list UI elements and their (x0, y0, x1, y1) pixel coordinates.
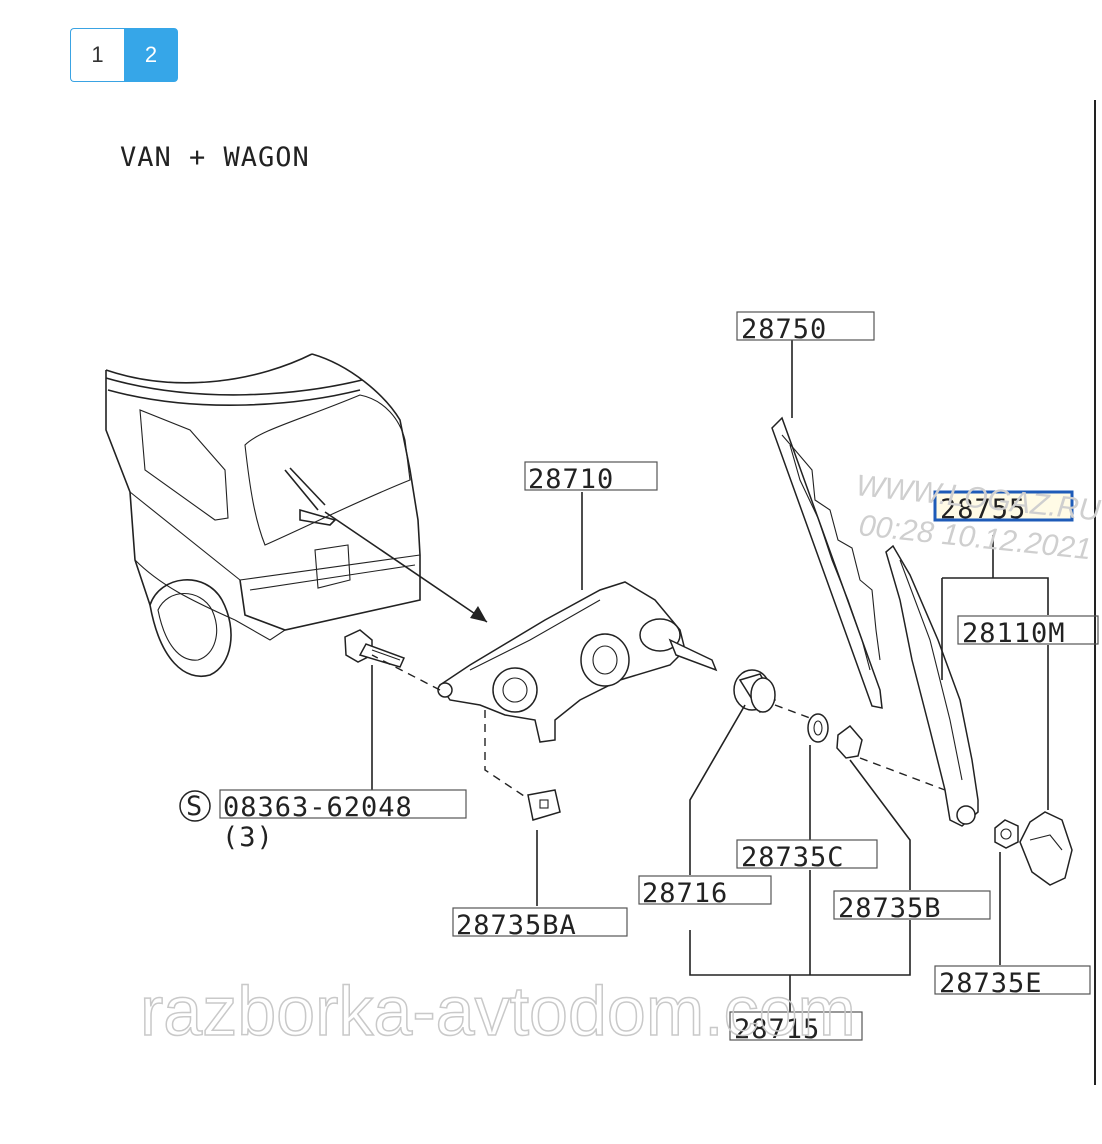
label-28716[interactable]: 28716 (638, 875, 772, 909)
wiper-arm-part (885, 535, 1049, 827)
highlight-box (933, 490, 1074, 522)
svg-text:28750: 28750 (741, 314, 827, 345)
svg-text:28735B: 28735B (838, 893, 942, 924)
label-28715[interactable]: 28715 (729, 1011, 863, 1045)
svg-text:28735E: 28735E (939, 968, 1043, 999)
svg-text:28735C: 28735C (741, 842, 845, 873)
label-28750[interactable]: 28750 (736, 311, 875, 345)
label-28735BA[interactable]: 28735BA (452, 907, 628, 941)
washer-part (774, 704, 829, 840)
wiper-blade-part (771, 340, 883, 709)
label-28735E[interactable]: 28735E (934, 965, 1091, 999)
page-1-button[interactable]: 1 (70, 28, 124, 82)
svg-text:08363-62048: 08363-62048 (223, 792, 413, 823)
page-2-button[interactable]: 2 (124, 28, 178, 82)
svg-text:28715: 28715 (734, 1014, 820, 1045)
bushing-part (689, 669, 776, 875)
label-28755[interactable]: 28755 (933, 490, 1074, 525)
cap-nut-part (994, 645, 1073, 965)
grommet-part (527, 789, 561, 906)
pagination: 1 2 (70, 28, 178, 82)
main-watermark: razborka-avtodom.com (140, 972, 856, 1050)
svg-text:28110M: 28110M (962, 618, 1066, 649)
svg-text:28755: 28755 (940, 494, 1026, 525)
label-28110M[interactable]: 28110M (957, 615, 1099, 649)
label-08363[interactable]: S 08363-62048 (3) (179, 789, 467, 853)
svg-text:28735BA: 28735BA (456, 910, 577, 941)
assembly-bracket (689, 870, 911, 1012)
svg-text:28716: 28716 (642, 878, 728, 909)
svg-text:28710: 28710 (528, 464, 614, 495)
standard-symbol: S (186, 791, 203, 822)
label-28735C[interactable]: 28735C (736, 839, 878, 873)
diagram-title: VAN + WAGON (120, 142, 310, 173)
label-28735B[interactable]: 28735B (833, 890, 991, 924)
wiper-motor-part (371, 492, 718, 801)
nut-part (836, 724, 946, 890)
bolt-part (344, 629, 406, 790)
page-divider-line (1094, 100, 1096, 1085)
label-28710[interactable]: 28710 (524, 461, 658, 495)
quantity-label: (3) (222, 822, 274, 853)
van-illustration (105, 353, 488, 677)
